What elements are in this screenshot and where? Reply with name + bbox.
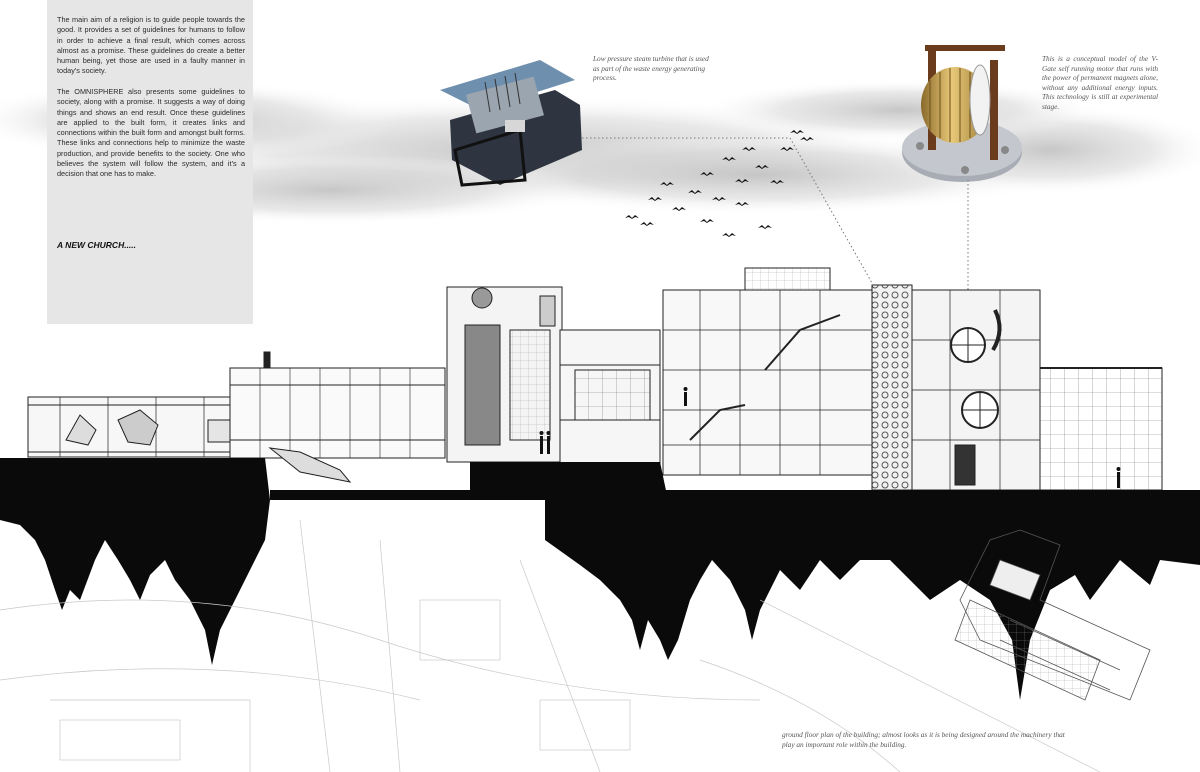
- bird-flock: [625, 130, 814, 237]
- site-plan-linework: [0, 519, 1101, 772]
- intro-text-panel: [47, 0, 253, 324]
- vgate-motor-image: [902, 45, 1022, 182]
- section-heading: A NEW CHURCH.....: [57, 240, 137, 250]
- turbine-caption: Low pressure steam turbine that is used …: [593, 54, 709, 83]
- building-section-elevation: [27, 267, 1163, 491]
- ground-floor-plan: [954, 529, 1151, 701]
- intro-paragraph-1: The main aim of a religion is to guide p…: [57, 15, 245, 76]
- plan-caption: ground floor plan of the building; almos…: [782, 730, 1065, 749]
- intro-paragraph-2: The OMNISPHERE also presents some guidel…: [57, 87, 245, 179]
- leader-lines: [582, 137, 969, 322]
- motor-caption: This is a conceptual model of the V-Gate…: [1042, 54, 1158, 111]
- ground-and-inverted-skyline: [0, 458, 1200, 700]
- steam-turbine-image: [440, 60, 582, 187]
